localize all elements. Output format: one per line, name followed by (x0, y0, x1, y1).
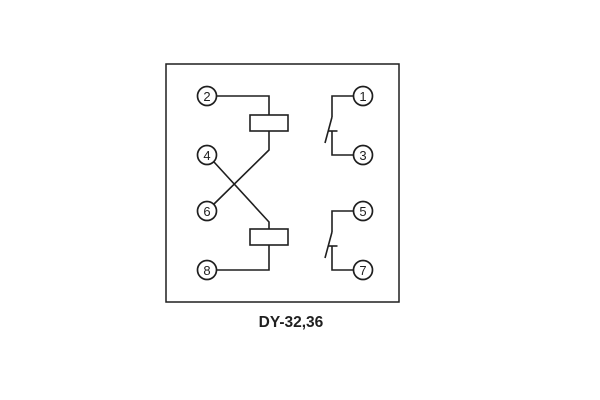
terminal-2-label: 2 (203, 89, 210, 104)
terminal-1-circle (352, 85, 374, 107)
terminal-4: 4 (196, 144, 218, 166)
terminal-2-circle (196, 85, 218, 107)
contact-5-7-top-lead (331, 210, 354, 232)
contact-5-7 (324, 210, 354, 271)
contact-1-3-blade (324, 116, 333, 144)
wire-coiltop-to-terminal6-cross (213, 131, 270, 205)
coil-top-symbol (249, 114, 289, 132)
contact-1-3 (324, 95, 354, 156)
terminal-3-circle (352, 144, 374, 166)
coil-bottom-symbol (249, 228, 289, 246)
terminal-2: 2 (196, 85, 218, 107)
terminal-6-circle (196, 200, 218, 222)
contact-5-7-bottom-lead (331, 246, 354, 271)
wire-terminal8-to-coil-bottom (216, 245, 270, 271)
terminal-1: 1 (352, 85, 374, 107)
contact-5-7-blade (324, 231, 333, 259)
wire-terminal4-to-coilbottom-cross (213, 161, 270, 229)
terminal-8-label: 8 (203, 263, 210, 278)
terminal-6: 6 (196, 200, 218, 222)
diagram-caption: DY-32,36 (259, 314, 324, 331)
terminal-5-label: 5 (359, 204, 366, 219)
terminal-6-label: 6 (203, 204, 210, 219)
terminal-3-label: 3 (359, 148, 366, 163)
contact-1-3-bottom-lead (331, 131, 354, 156)
terminal-4-label: 4 (203, 148, 210, 163)
terminal-7-label: 7 (359, 263, 366, 278)
terminal-8-circle (196, 259, 218, 281)
terminal-7-circle (352, 259, 374, 281)
terminal-8: 8 (196, 259, 218, 281)
terminal-3: 3 (352, 144, 374, 166)
diagram-border (165, 63, 400, 303)
terminal-5: 5 (352, 200, 374, 222)
contact-1-3-top-lead (331, 95, 354, 117)
terminal-5-circle (352, 200, 374, 222)
terminal-4-circle (196, 144, 218, 166)
terminal-1-label: 1 (359, 89, 366, 104)
terminal-7: 7 (352, 259, 374, 281)
wire-terminal2-to-coil-top (216, 95, 270, 115)
